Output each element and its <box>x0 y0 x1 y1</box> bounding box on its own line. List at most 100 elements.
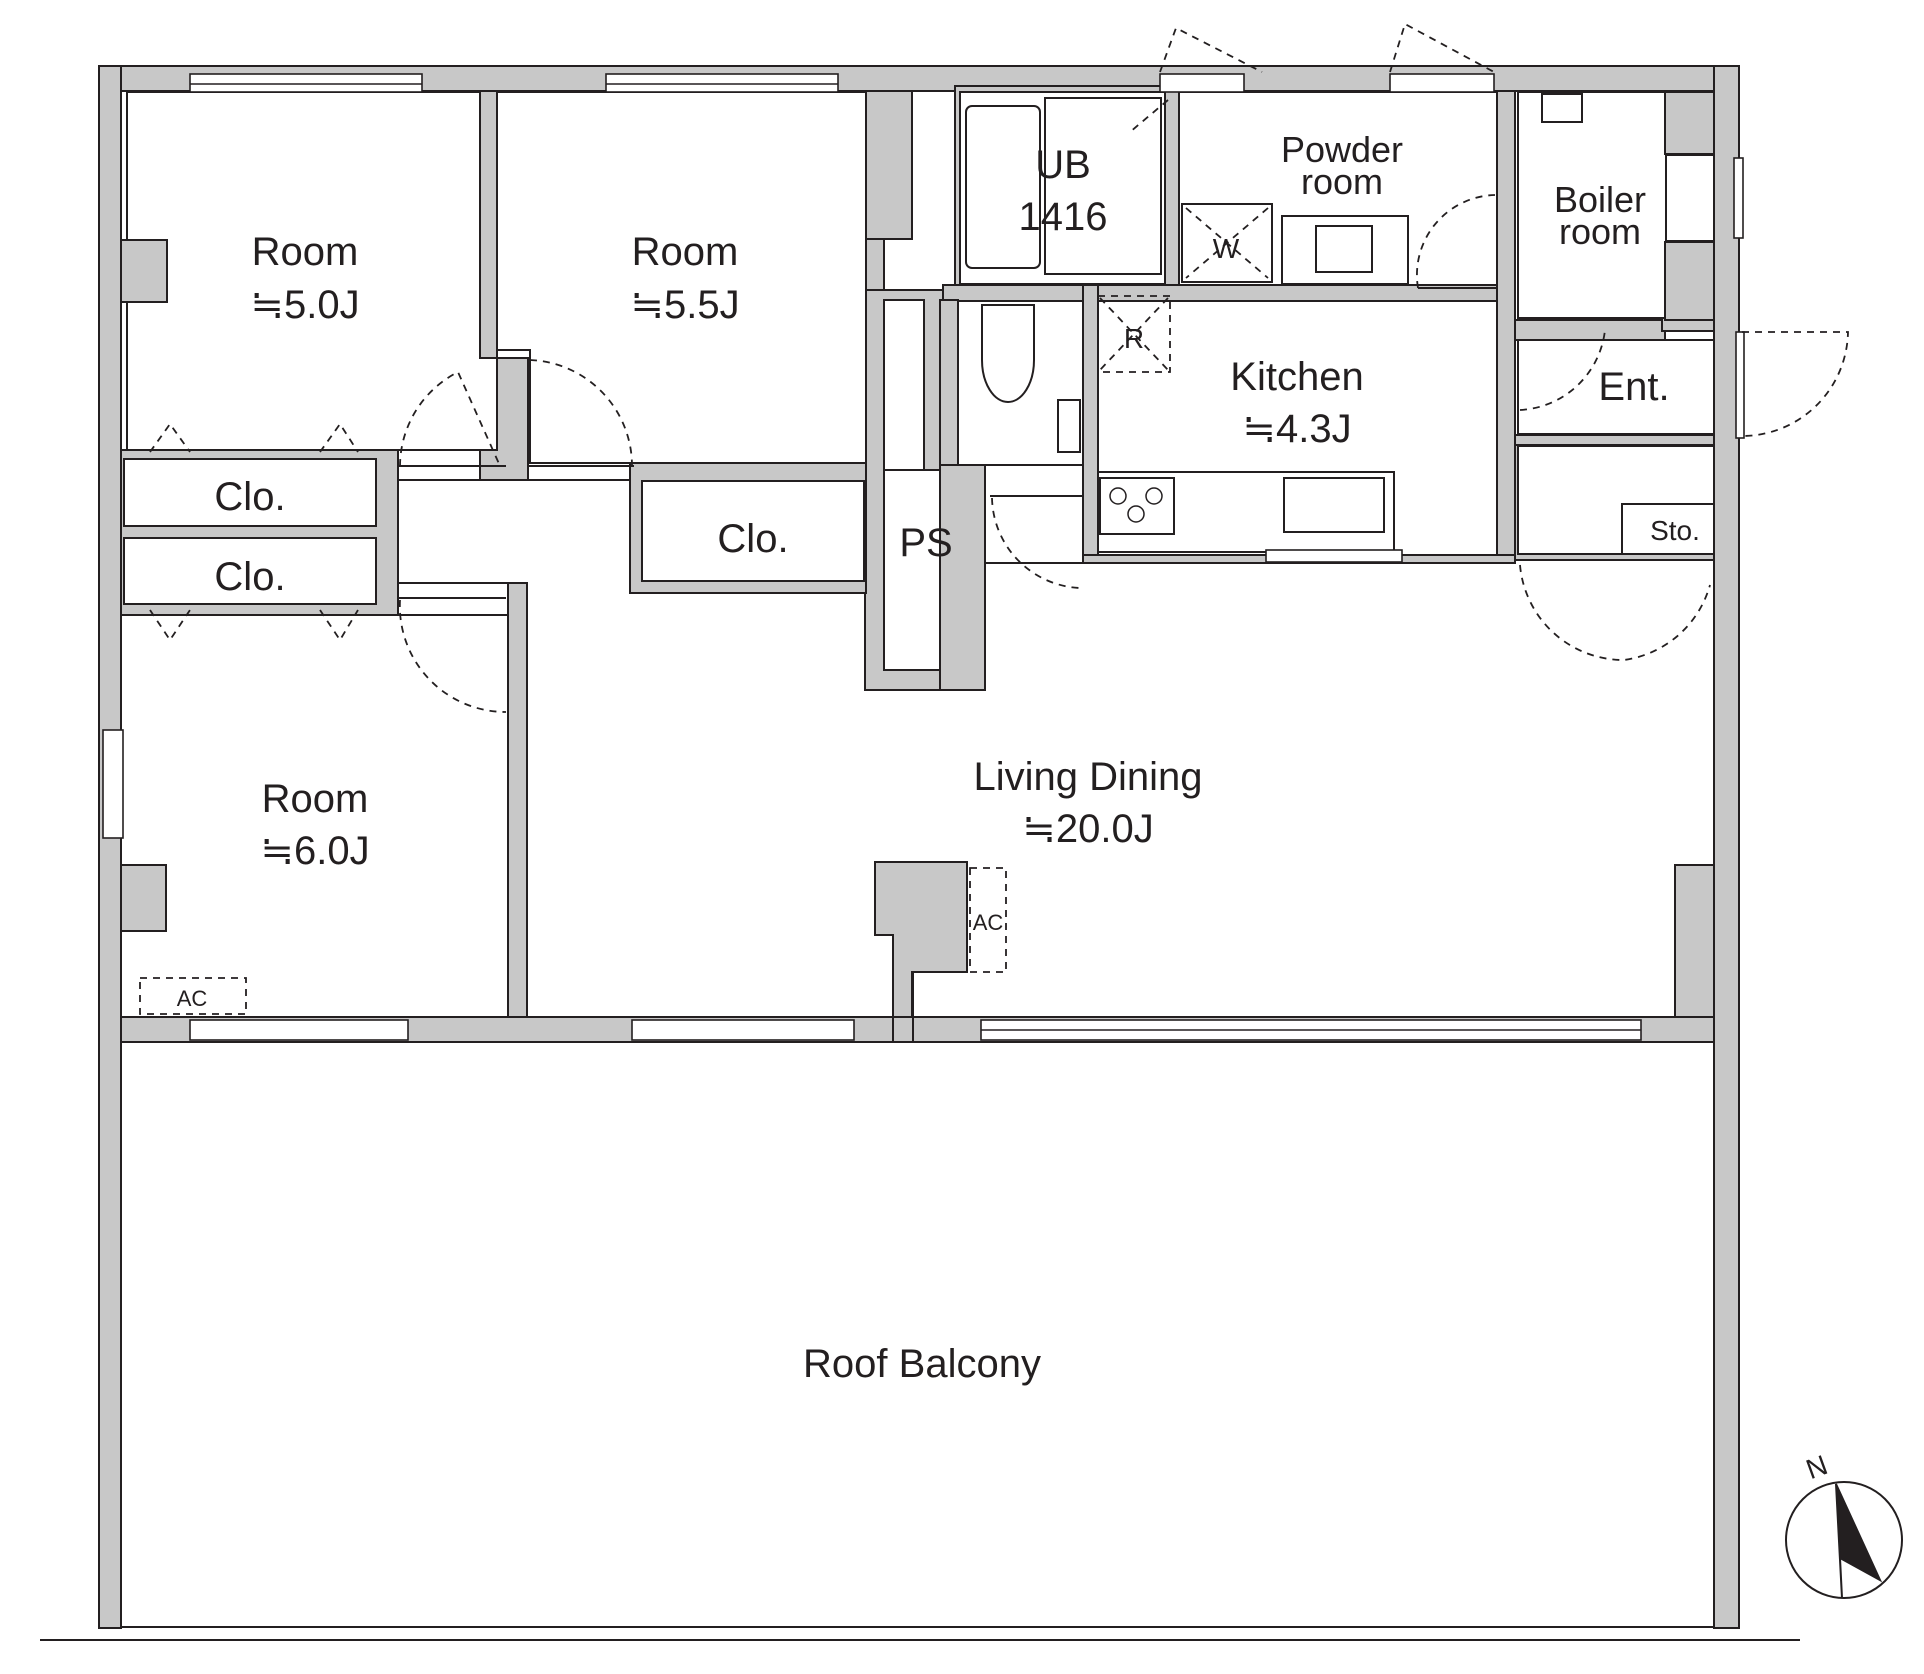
pillar-sw <box>120 864 167 932</box>
toilet-sink <box>1057 399 1081 453</box>
vanity-basin <box>1315 225 1373 273</box>
powder-line1: Powder <box>1281 129 1403 170</box>
burner-3 <box>1127 505 1145 523</box>
door-ub-swing <box>1129 99 1169 133</box>
entrance-door-frame <box>1735 331 1745 439</box>
ub-box <box>959 91 1166 285</box>
burner-2 <box>1145 487 1163 505</box>
storage-name: Sto. <box>1650 515 1700 546</box>
door-nw-swing <box>399 370 501 467</box>
closet-1-name: Clo. <box>214 475 285 519</box>
closet-3-box <box>641 480 865 582</box>
room-sw-size: ≒6.0J <box>260 829 369 873</box>
wall-n-east <box>865 90 913 240</box>
closet-1-marks <box>149 422 359 453</box>
kitchen-sink <box>1283 477 1385 533</box>
wall-wet-h <box>942 284 1499 302</box>
room-nw-size: ≒5.0J <box>250 283 359 327</box>
door-hall-swing <box>1519 564 1711 661</box>
burner-1 <box>1109 487 1127 505</box>
fridge-cross <box>1099 297 1169 371</box>
closet-2-box <box>123 537 377 605</box>
door-ent-inner-swing <box>1519 329 1606 411</box>
wall-boiler-south <box>1514 319 1666 341</box>
room-n-floor <box>496 91 867 464</box>
wall-sw-east <box>507 582 528 1018</box>
closet-2-name: Clo. <box>214 555 285 599</box>
boiler-line2: room <box>1559 211 1641 252</box>
door-top-2 <box>1389 22 1495 73</box>
kitchen-size: ≒4.3J <box>1242 407 1351 451</box>
windows <box>102 73 1745 1041</box>
bathtub <box>965 105 1041 269</box>
wall-boiler-notch-2 <box>1664 241 1715 321</box>
room-nw-floor <box>126 91 498 451</box>
bath-wash-area <box>1044 97 1162 275</box>
toilet-bowl <box>981 304 1035 403</box>
wall-right <box>1713 65 1740 1629</box>
room-n-name: Room <box>632 230 739 274</box>
wall-toilet-step <box>939 464 986 691</box>
ac-room-label: AC <box>177 986 208 1011</box>
sto-box <box>1621 503 1715 555</box>
wall-boiler-notch <box>1664 91 1715 155</box>
kitchen-name: Kitchen <box>1230 355 1363 399</box>
ac-room <box>139 977 247 1015</box>
entrance-name: Ent. <box>1598 365 1669 409</box>
washer-cross <box>1185 207 1269 279</box>
pillar-se <box>1674 864 1715 1018</box>
wall-nw-n <box>479 90 498 363</box>
window-boiler <box>1733 157 1744 239</box>
living-size: ≒20.0J <box>1022 807 1153 851</box>
room-sw-name: Room <box>262 777 369 821</box>
balcony-name: Roof Balcony <box>803 1342 1041 1386</box>
wall-kitchen-east <box>1496 90 1516 562</box>
door-powder-swing <box>1416 194 1496 289</box>
wall-living-bottom-gap <box>892 1016 914 1043</box>
wall-toilet-east <box>1082 284 1099 561</box>
room-n-size: ≒5.5J <box>630 283 739 327</box>
boiler-vent <box>1665 154 1715 242</box>
wall-ub-east <box>1164 90 1180 286</box>
wall-toilet-low <box>939 299 959 471</box>
window-sw-side <box>102 729 124 839</box>
closet-3-name: Clo. <box>717 517 788 561</box>
door-ent-swing <box>1741 331 1849 437</box>
window-nw <box>189 73 423 93</box>
north-arrow-icon <box>1835 1483 1883 1599</box>
room-nw-name: Room <box>252 230 359 274</box>
fridge-label: R <box>1124 323 1144 354</box>
balcony-floor <box>120 1041 1715 1628</box>
closet-1-box <box>123 458 377 527</box>
fixtures <box>139 93 1583 1015</box>
door-n-swing <box>529 359 633 467</box>
ent-box <box>1517 339 1715 435</box>
ac-living-label: AC <box>973 910 1004 935</box>
powder-line2: room <box>1301 161 1383 202</box>
window-ub <box>1159 73 1245 93</box>
washer-label: W <box>1213 233 1240 264</box>
doors <box>149 22 1849 713</box>
fridge-space <box>1097 295 1171 373</box>
door-toilet-swing <box>991 497 1081 589</box>
wall-left <box>98 65 122 1629</box>
boiler-unit <box>1541 93 1583 123</box>
boiler-line1: Boiler <box>1554 179 1646 220</box>
kitchen-window <box>1265 549 1403 563</box>
door-sw-swing <box>398 599 507 713</box>
ac-living <box>969 867 1007 973</box>
window-n <box>605 73 839 93</box>
door-top-1 <box>1159 26 1263 73</box>
compass: N <box>1785 1449 1903 1599</box>
compass-ring <box>1785 1481 1903 1599</box>
pipe-space-name: PS <box>899 521 952 565</box>
window-powder <box>1389 73 1495 93</box>
window-living-1 <box>631 1019 855 1041</box>
pillar-nw <box>120 239 168 303</box>
living-floor <box>397 479 1715 1018</box>
room-sw-floor <box>120 614 509 1018</box>
bath-size: 1416 <box>1019 195 1108 239</box>
living-name: Living Dining <box>973 755 1202 799</box>
compass-label: N <box>1802 1449 1832 1485</box>
labels: Room ≒5.0J Room ≒5.5J Room ≒6.0J Living … <box>177 129 1700 1386</box>
